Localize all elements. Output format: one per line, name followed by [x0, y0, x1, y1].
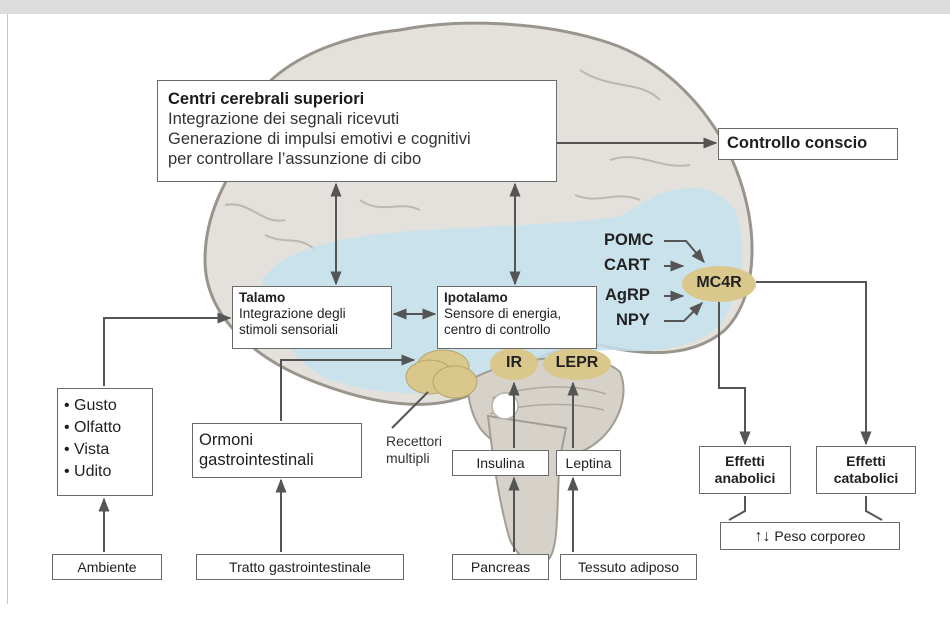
gut-hormones-line: Ormoni — [199, 430, 355, 450]
senses-box: • Gusto • Olfatto • Vista • Udito — [57, 388, 153, 496]
sense-item: • Olfatto — [64, 417, 148, 439]
ir-label: IR — [490, 354, 538, 372]
leptin-label: Leptina — [566, 455, 612, 471]
gi-tract-box: Tratto gastrointestinale — [196, 554, 404, 580]
multiple-receptors-label: Recettori multipli — [386, 433, 442, 467]
receptor-blob — [433, 366, 477, 398]
arrow-anabolic-weight — [729, 496, 745, 520]
thalamus-line: stimoli sensoriali — [239, 322, 385, 338]
anabolic-line: anabolici — [700, 470, 790, 487]
environment-label: Ambiente — [77, 559, 136, 575]
higher-centers-line: per controllare l’assunzione di cibo — [168, 149, 546, 169]
cart-label: CART — [604, 256, 650, 275]
conscious-control-box: Controllo conscio — [718, 128, 898, 160]
higher-centers-title: Centri cerebrali superiori — [168, 89, 546, 109]
thalamus-line: Integrazione degli — [239, 306, 385, 322]
arrow-senses-thalamus — [104, 318, 230, 386]
catabolic-effects-box: Effetti catabolici — [816, 446, 916, 494]
adipose-tissue-label: Tessuto adiposo — [578, 559, 679, 575]
adipose-tissue-box: Tessuto adiposo — [560, 554, 697, 580]
leptin-box: Leptina — [556, 450, 621, 476]
anabolic-line: Effetti — [700, 453, 790, 470]
hypothalamus-box: Ipotalamo Sensore di energia, centro di … — [437, 286, 597, 349]
hypothalamus-line: centro di controllo — [444, 322, 590, 338]
multiple-receptors-line: multipli — [386, 450, 442, 467]
thalamus-title: Talamo — [239, 290, 385, 306]
pomc-label: POMC — [604, 231, 654, 250]
gut-hormones-box: Ormoni gastrointestinali — [192, 423, 362, 478]
sense-item: • Vista — [64, 439, 148, 461]
gut-hormones-line: gastrointestinali — [199, 450, 355, 470]
npy-label: NPY — [616, 311, 650, 330]
insulin-box: Insulina — [452, 450, 549, 476]
higher-centers-box: Centri cerebrali superiori Integrazione … — [157, 80, 557, 182]
arrow-mc4r-catabolic — [756, 282, 866, 444]
anabolic-effects-box: Effetti anabolici — [699, 446, 791, 494]
pancreas-box: Pancreas — [452, 554, 549, 580]
multiple-receptors-line: Recettori — [386, 433, 442, 450]
hypothalamus-title: Ipotalamo — [444, 290, 590, 306]
hypothalamus-line: Sensore di energia, — [444, 306, 590, 322]
pancreas-label: Pancreas — [471, 559, 530, 575]
sense-item: • Gusto — [64, 395, 148, 417]
thalamus-box: Talamo Integrazione degli stimoli sensor… — [232, 286, 392, 349]
sense-item: • Udito — [64, 461, 148, 483]
catabolic-line: Effetti — [817, 453, 915, 470]
gi-tract-label: Tratto gastrointestinale — [229, 559, 371, 575]
brainstem — [488, 416, 566, 562]
agrp-label: AgRP — [605, 286, 650, 305]
catabolic-line: catabolici — [817, 470, 915, 487]
higher-centers-line: Integrazione dei segnali ricevuti — [168, 109, 546, 129]
body-weight-box: ↑↓ Peso corporeo — [720, 522, 900, 550]
conscious-control-label: Controllo conscio — [727, 134, 889, 153]
insulin-label: Insulina — [476, 455, 524, 471]
higher-centers-line: Generazione di impulsi emotivi e cogniti… — [168, 129, 546, 149]
environment-box: Ambiente — [52, 554, 162, 580]
up-down-arrows-icon: ↑↓ — [755, 528, 771, 545]
mc4r-label: MC4R — [682, 274, 756, 292]
lepr-label: LEPR — [543, 354, 611, 372]
body-weight-label: Peso corporeo — [774, 528, 865, 544]
arrow-catabolic-weight — [866, 496, 882, 520]
